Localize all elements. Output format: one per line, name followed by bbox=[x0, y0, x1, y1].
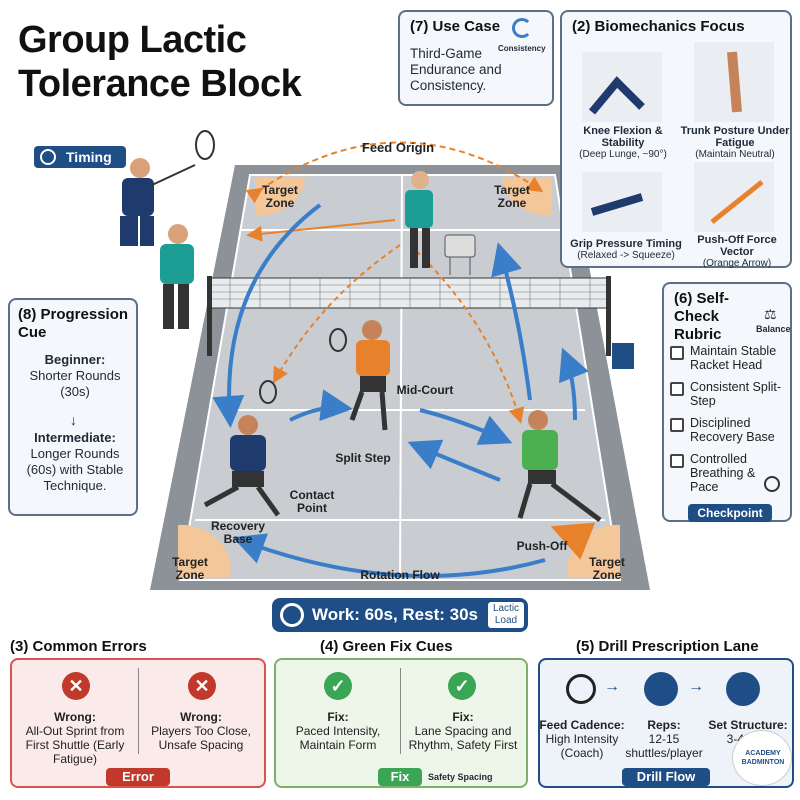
mid-court-label: Mid-Court bbox=[396, 383, 454, 397]
target-zone-bl bbox=[178, 524, 231, 578]
stopwatch-icon bbox=[566, 674, 596, 704]
player-left-navy bbox=[203, 380, 281, 517]
errors-card: ✕ ✕ Wrong: All-Out Sprint from First Shu… bbox=[10, 658, 266, 788]
checkbox-4[interactable] bbox=[670, 454, 684, 468]
court-diagram bbox=[120, 130, 650, 590]
target-zone-label-tr: Target Zone bbox=[494, 183, 530, 210]
biomech-trunk: Trunk Posture Under Fatigue (Maintain Ne… bbox=[680, 125, 790, 160]
check-icon: ✓ bbox=[448, 672, 476, 700]
errors-heading: (3) Common Errors bbox=[10, 638, 147, 655]
checklist: Maintain Stable Racket Head Consistent S… bbox=[664, 340, 794, 510]
drill-heading: (5) Drill Prescription Lane bbox=[576, 638, 759, 655]
biomech-knee: Knee Flexion & Stability (Deep Lunge, ~9… bbox=[579, 125, 667, 160]
arrow-right-icon: → bbox=[604, 678, 620, 695]
target-zone-label-bl: Target Zone bbox=[172, 555, 208, 582]
biomechanics-figures bbox=[582, 42, 774, 232]
x-icon: ✕ bbox=[62, 672, 90, 700]
player-top-left bbox=[120, 130, 215, 246]
target-icon bbox=[764, 476, 780, 492]
work-rest-bar: Work: 60s, Rest: 30s Lactic Load bbox=[272, 598, 528, 632]
biomech-pushoff: Push-Off Force Vector (Orange Arrow) bbox=[697, 234, 777, 269]
use-case-panel: (7) Use Case Consistency Third-Game Endu… bbox=[398, 10, 554, 106]
contact-point-label: Contact Point bbox=[289, 488, 335, 515]
coach-side bbox=[160, 224, 194, 329]
target-zone-label-br: Target Zone bbox=[589, 555, 625, 582]
calendar-icon bbox=[726, 672, 760, 706]
drill-card: → → Feed Cadence: High Intensity (Coach)… bbox=[538, 658, 794, 788]
push-off-label: Push-Off bbox=[516, 539, 568, 553]
checkbox-1[interactable] bbox=[670, 346, 684, 360]
checkbox-3[interactable] bbox=[670, 418, 684, 432]
fixes-heading: (4) Green Fix Cues bbox=[320, 638, 453, 655]
x-icon: ✕ bbox=[188, 672, 216, 700]
player-right-green bbox=[517, 410, 602, 522]
feed-origin-label: Feed Origin bbox=[361, 140, 435, 155]
checkbox-2[interactable] bbox=[670, 382, 684, 396]
split-step-label: Split Step bbox=[335, 451, 391, 465]
arrow-down-icon: ↓ bbox=[70, 412, 77, 428]
group-icon bbox=[644, 672, 678, 706]
biomechanics-panel: (2) Biomechanics Focus Knee Flexion & St… bbox=[560, 10, 792, 269]
academy-logo: ACADEMY BADMINTON bbox=[732, 730, 792, 786]
check-icon: ✓ bbox=[324, 672, 352, 700]
fixes-card: ✓ ✓ Fix: Paced Intensity, Maintain Form … bbox=[274, 658, 528, 788]
arrow-right-icon: → bbox=[688, 678, 704, 695]
target-zone-label-tl: Target Zone bbox=[262, 183, 298, 210]
refresh-icon bbox=[512, 18, 532, 38]
biomech-grip: Grip Pressure Timing (Relaxed -> Squeeze… bbox=[570, 238, 682, 261]
rotation-flow-label: Rotation Flow bbox=[360, 568, 440, 582]
page-title: Group Lactic Tolerance Block bbox=[18, 19, 302, 105]
clock-icon bbox=[40, 149, 56, 165]
timing-badge: Timing bbox=[34, 146, 126, 168]
recovery-base-label: Recovery Base bbox=[210, 519, 266, 546]
coach-feeder bbox=[405, 171, 476, 275]
self-check-panel: (6) Self-Check Rubric ⚖ Balance Maintain… bbox=[662, 282, 792, 522]
progression-panel: (8) Progression Cue Beginner: Shorter Ro… bbox=[8, 298, 138, 516]
player-mid-orange bbox=[329, 320, 390, 431]
balance-scale-icon: ⚖ bbox=[764, 306, 777, 322]
timer-icon bbox=[280, 603, 304, 627]
